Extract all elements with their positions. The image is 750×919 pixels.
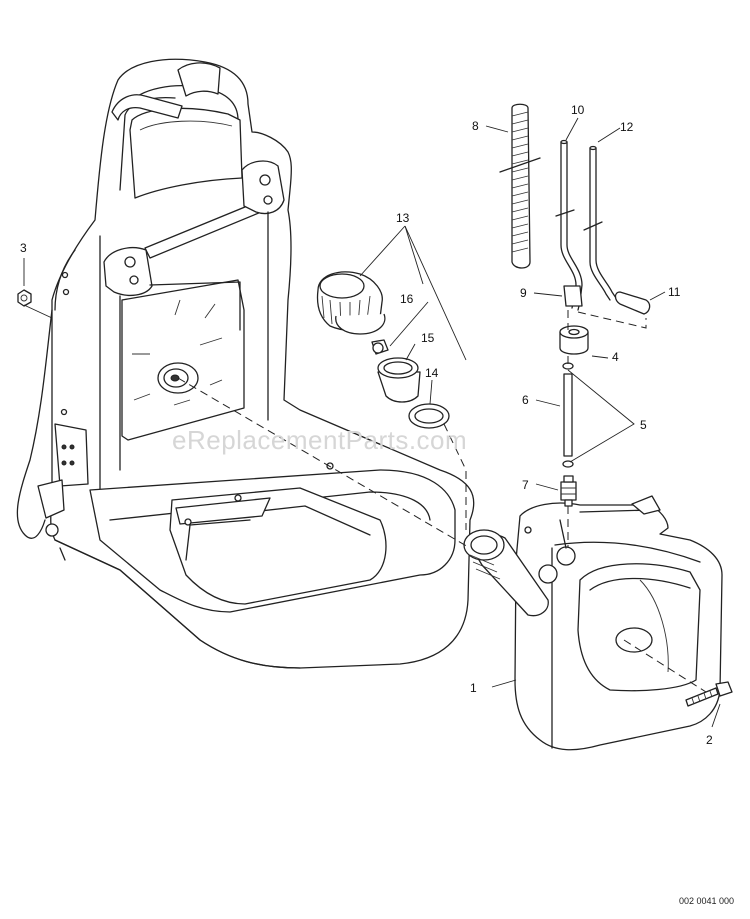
fuel-line-assembly (560, 362, 577, 507)
callout-4: 4 (612, 350, 619, 364)
grommet (559, 325, 589, 355)
callout-13: 13 (396, 211, 410, 225)
callout-3: 3 (20, 241, 27, 255)
watermark-text: eReplacementParts.com (172, 425, 468, 455)
document-id: 002 0041 000 (678, 896, 734, 906)
fuel-tank (463, 495, 723, 751)
callout-2: 2 (706, 733, 713, 747)
leader-lines (23, 117, 721, 728)
assembly-lines (177, 310, 707, 693)
callout-9: 9 (520, 286, 527, 300)
callout-1: 1 (470, 681, 477, 695)
cap-gasket (408, 403, 450, 429)
spring-guard (499, 103, 541, 269)
backpack-frame (16, 58, 475, 669)
callout-10: 10 (571, 103, 585, 117)
callout-6: 6 (522, 393, 529, 407)
callout-8: 8 (472, 119, 479, 133)
vent-valve (371, 339, 389, 355)
nut (17, 289, 32, 307)
callout-14: 14 (425, 366, 439, 380)
callout-15: 15 (421, 331, 435, 345)
callout-11: 11 (668, 285, 681, 299)
fuel-cap (316, 271, 386, 335)
callout-16: 16 (400, 292, 414, 306)
fuel-strainer (377, 357, 421, 403)
return-tube (583, 145, 651, 315)
callout-5: 5 (640, 418, 647, 432)
callout-7: 7 (522, 478, 529, 492)
pickup-tube (555, 139, 583, 311)
callout-numbers: 1 2 3 4 5 6 7 8 9 10 11 12 13 14 15 16 (20, 103, 713, 747)
callout-12: 12 (620, 120, 634, 134)
